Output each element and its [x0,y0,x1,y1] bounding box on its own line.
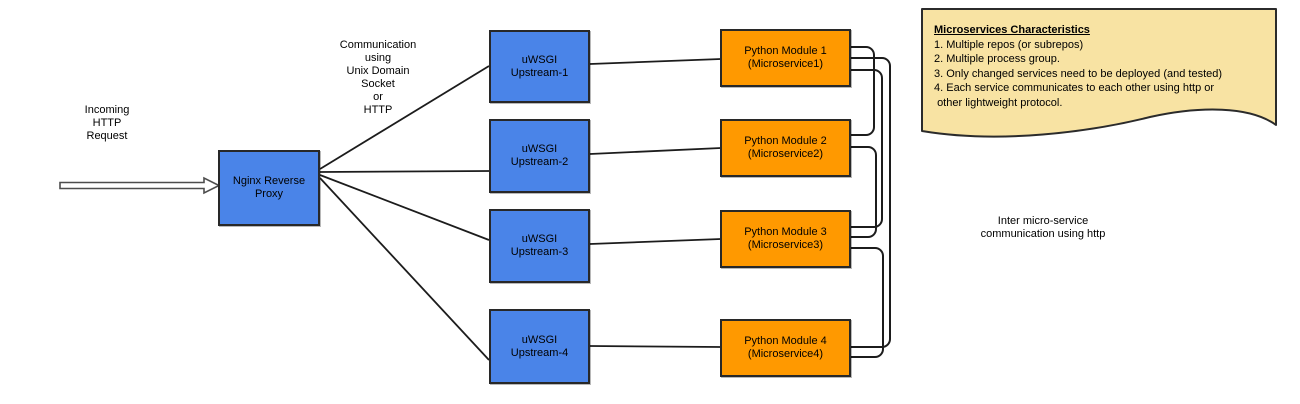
label-communication-protocol: Communication using Unix Domain Socket o… [318,39,438,117]
link-upstream4-module4 [589,345,722,348]
label-incoming-http-request: Incoming HTTP Request [57,104,157,143]
fan-line-upstream-4 [319,177,490,361]
node-label: Proxy [254,188,284,200]
bus-connector-m1-m4 [851,57,891,348]
node-uwsgi-upstream-1: uWSGI Upstream-1 [489,30,590,103]
fan-line-upstream-3 [319,174,490,241]
note-item: 3. Only changed services need to be depl… [934,67,1223,80]
note-item: 2. Multiple process group. [934,53,1060,65]
bus-connector-m2-m3 [851,146,877,238]
node-python-module-2: Python Module 2 (Microservice2) [720,119,851,177]
node-label: uWSGI [521,333,558,346]
node-label: uWSGI [521,233,558,245]
node-label: Upstream-1 [510,66,569,79]
note-item: 4. Each service communicates to each oth… [934,82,1215,94]
incoming-arrow [59,176,221,195]
label-line: Inter micro-service [997,215,1089,227]
note-shape [921,8,1277,138]
node-label: Python Module 4 [744,335,827,347]
note-item: 1. Multiple repos (or subrepos) [934,38,1084,51]
note-title: Microservices Characteristics [934,24,1090,36]
node-label: (Microservice2) [747,148,824,160]
bus-connector-m3-m4 [851,247,884,358]
node-label: Python Module 2 [744,135,827,147]
node-label: Upstream-3 [510,246,569,258]
link-upstream1-module1 [589,58,722,65]
label-line: Communication [339,39,417,51]
node-uwsgi-upstream-3: uWSGI Upstream-3 [489,209,590,283]
node-label: Upstream-4 [510,346,569,359]
note-item: other lightweight protocol. [934,96,1063,109]
label-line: Unix Domain [346,65,410,77]
node-label: Python Module 3 [744,226,827,238]
label-line: Request [86,130,128,142]
node-python-module-1: Python Module 1 (Microservice1) [720,29,851,87]
node-label: Nginx Reverse [232,175,306,187]
node-uwsgi-upstream-2: uWSGI Upstream-2 [489,119,590,193]
bus-connector-m1-m3 [851,69,883,228]
note-content: Microservices Characteristics 1. Multipl… [934,23,1270,110]
node-nginx-reverse-proxy: Nginx Reverse Proxy [218,150,320,226]
node-label: (Microservice3) [747,239,824,251]
label-line: communication using http [980,228,1106,240]
label-line: or [373,91,383,103]
fan-line-upstream-2 [319,170,490,173]
label-line: Incoming [84,104,130,116]
label-line: Socket [361,78,395,90]
node-python-module-3: Python Module 3 (Microservice3) [720,210,851,268]
label-inter-microservice: Inter micro-service communication using … [943,215,1143,241]
node-label: (Microservice4) [747,348,824,360]
node-label: uWSGI [521,143,558,155]
link-upstream2-module2 [589,147,722,155]
fan-line-upstream-1 [319,65,490,170]
node-uwsgi-upstream-4: uWSGI Upstream-4 [489,309,590,384]
label-line: HTTP [92,117,122,129]
node-label: uWSGI [521,53,558,66]
node-label: (Microservice1) [747,58,824,70]
label-line: using [364,52,392,64]
node-python-module-4: Python Module 4 (Microservice4) [720,319,851,377]
link-upstream3-module3 [589,238,722,245]
node-label: Upstream-2 [510,156,569,168]
label-line: HTTP [363,104,393,116]
node-label: Python Module 1 [744,45,827,57]
bus-connector-m1-m2 [851,46,875,136]
